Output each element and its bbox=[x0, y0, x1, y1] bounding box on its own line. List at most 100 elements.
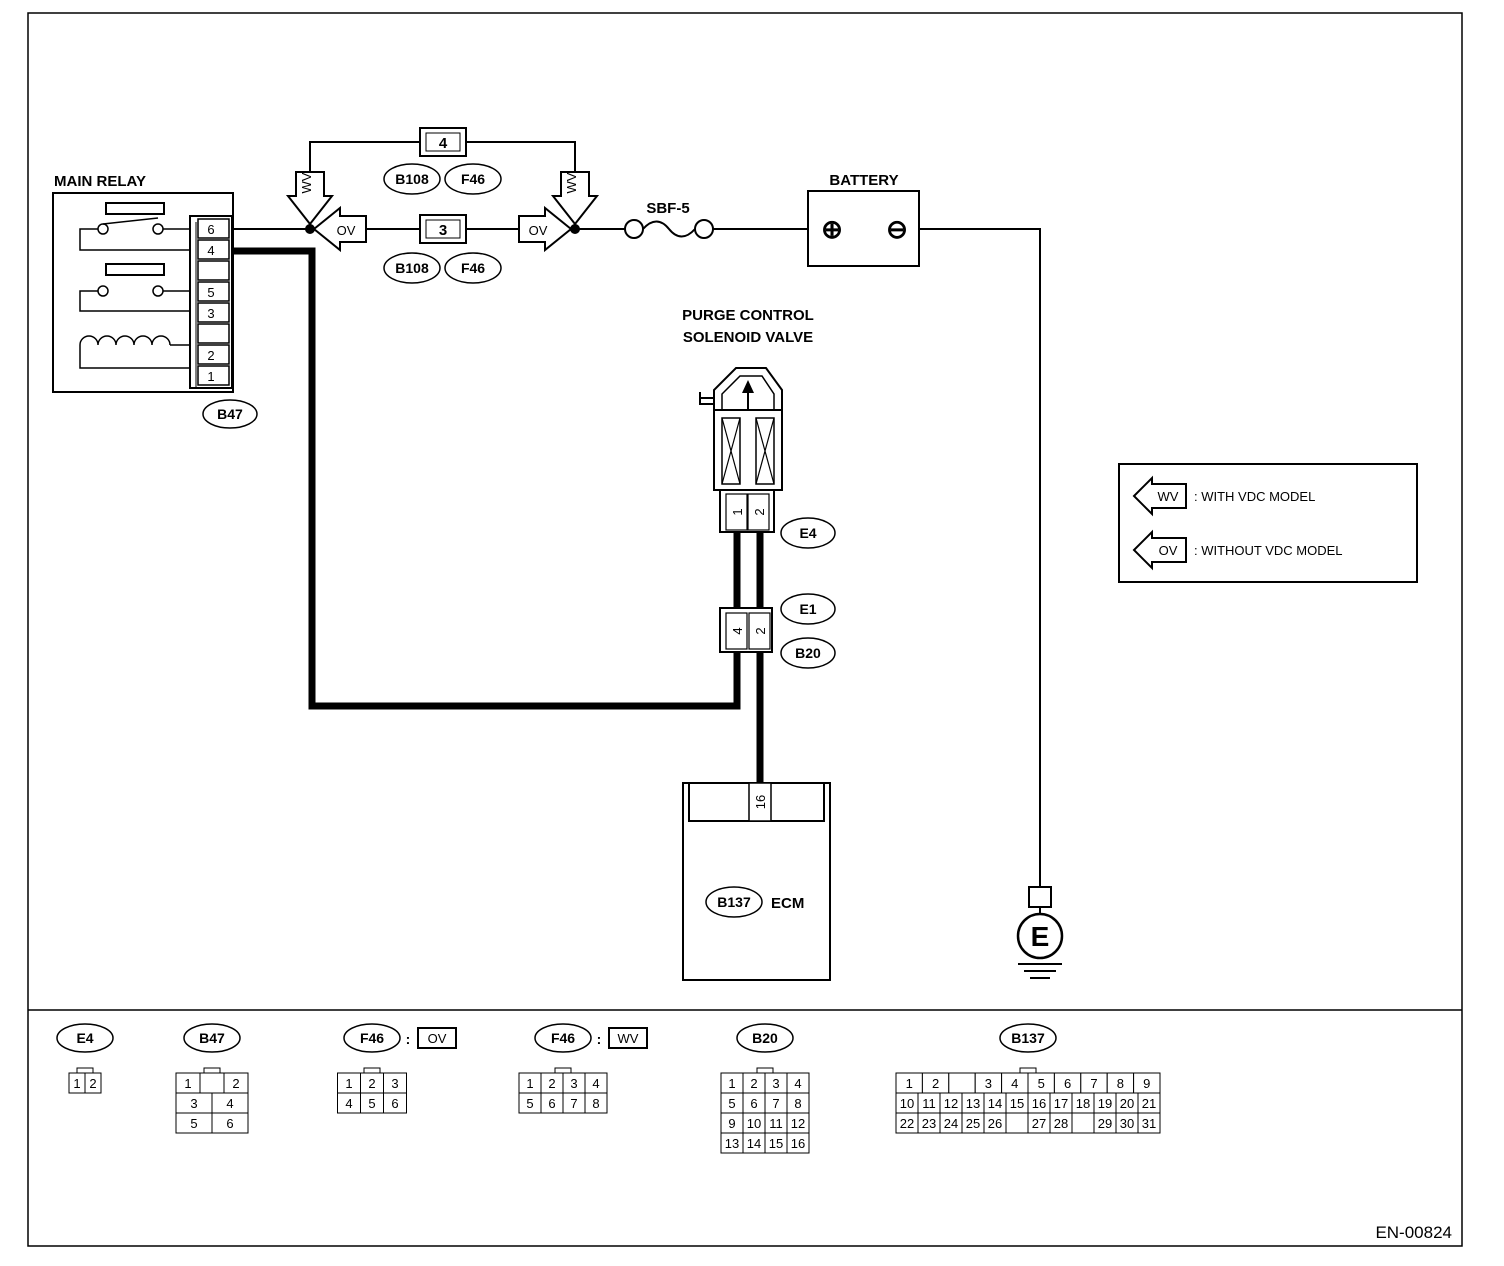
connector-pin-label: 4 bbox=[1011, 1076, 1018, 1091]
connector-pin-label: 20 bbox=[1120, 1096, 1134, 1111]
connector-latch bbox=[76, 1067, 94, 1074]
ground-point: E bbox=[1016, 886, 1064, 979]
connector-pin-label: 11 bbox=[769, 1116, 783, 1131]
connector-pin-label: 10 bbox=[900, 1096, 914, 1111]
connector-pin-label: 5 bbox=[1038, 1076, 1045, 1091]
connector-view-suffix: WV bbox=[618, 1031, 639, 1046]
connector-pin-cell bbox=[1005, 1112, 1029, 1134]
connector-view-badge bbox=[534, 1023, 592, 1053]
legend-text-wv: : WITH VDC MODEL bbox=[1194, 489, 1315, 504]
relay-pin-cell bbox=[197, 218, 230, 239]
connector-view-colon: : bbox=[597, 1031, 602, 1047]
splice-left bbox=[305, 224, 315, 234]
connector-pin-label: 8 bbox=[592, 1096, 599, 1111]
connector-pin-label: 5 bbox=[190, 1116, 197, 1131]
connector-pin-label: 16 bbox=[1032, 1096, 1046, 1111]
connector-pin-label: 4 bbox=[592, 1076, 599, 1091]
connector-pin-label: 5 bbox=[728, 1096, 735, 1111]
wv-arrow-left-label: WV bbox=[299, 172, 314, 193]
connector-pin-cell bbox=[948, 1072, 976, 1094]
connector-pin-label: 15 bbox=[769, 1136, 783, 1151]
connector-pin-label: 25 bbox=[966, 1116, 980, 1131]
connector-pin-label: 3 bbox=[391, 1076, 398, 1091]
ecm-pin: 16 bbox=[753, 795, 768, 809]
connector-view-badge bbox=[56, 1023, 114, 1053]
joint-pin-4: 4 bbox=[730, 627, 745, 634]
connector-pin-label: 1 bbox=[526, 1076, 533, 1091]
connector-latch bbox=[203, 1067, 221, 1074]
connector-pin-label: 29 bbox=[1098, 1116, 1112, 1131]
connector-pin-label: 7 bbox=[772, 1096, 779, 1111]
connector-latch bbox=[363, 1067, 381, 1074]
connector-pin-label: 3 bbox=[985, 1076, 992, 1091]
connector-pin-cell bbox=[786, 1132, 810, 1154]
relay-pin-label: 3 bbox=[207, 306, 214, 321]
connector-pin-label: 14 bbox=[747, 1136, 761, 1151]
legend: WV : WITH VDC MODEL OV : WITHOUT VDC MOD… bbox=[1118, 463, 1418, 583]
connector-pin-label: 4 bbox=[226, 1096, 233, 1111]
connector-pin-cell bbox=[199, 1072, 225, 1094]
connector-pin-label: 6 bbox=[750, 1096, 757, 1111]
connector-pin-label: 8 bbox=[1117, 1076, 1124, 1091]
connector-pin-label: 2 bbox=[548, 1076, 555, 1091]
valve-connector: E4 bbox=[799, 525, 816, 541]
diagram-code: EN-00824 bbox=[1375, 1223, 1452, 1242]
connector-view-badge bbox=[343, 1023, 401, 1053]
ecm: 16 B137 ECM bbox=[682, 782, 831, 981]
connector-pin-label: 1 bbox=[906, 1076, 913, 1091]
battery-plus-terminal: ⊕ bbox=[821, 214, 843, 244]
connector-pin-label: 2 bbox=[89, 1076, 96, 1091]
connector-pin-label: 2 bbox=[750, 1076, 757, 1091]
connector-pin-label: 10 bbox=[747, 1116, 761, 1131]
relay-pin-cell bbox=[197, 365, 230, 386]
lower-path-pin: 3 bbox=[439, 222, 447, 239]
connector-pin-label: 12 bbox=[791, 1116, 805, 1131]
relay-pin-label: 4 bbox=[207, 243, 214, 258]
purge-valve-title-2: SOLENOID VALVE bbox=[683, 329, 813, 346]
connector-pin-label: 22 bbox=[900, 1116, 914, 1131]
connector-latch bbox=[756, 1067, 774, 1074]
connector-pin-label: 23 bbox=[922, 1116, 936, 1131]
connector-pin-label: 4 bbox=[794, 1076, 801, 1091]
connector-pin-label: 3 bbox=[190, 1096, 197, 1111]
connector-pin-cell bbox=[1071, 1112, 1095, 1134]
connector-pin-label: 13 bbox=[725, 1136, 739, 1151]
connector-pin-label: 31 bbox=[1142, 1116, 1156, 1131]
connector-latch bbox=[554, 1067, 572, 1074]
connector-view-badge bbox=[999, 1023, 1057, 1053]
connector-pin-label: 13 bbox=[966, 1096, 980, 1111]
connector-pin-label: 9 bbox=[728, 1116, 735, 1131]
fuse-sbf5: SBF-5 bbox=[624, 200, 714, 239]
legend-tag-wv: WV bbox=[1158, 489, 1179, 504]
connector-pin-label: 6 bbox=[391, 1096, 398, 1111]
joint-connector-top: E1 bbox=[799, 601, 816, 617]
connector-pin-label: 14 bbox=[988, 1096, 1002, 1111]
lower-path-conn-a: B108 bbox=[395, 260, 429, 276]
battery-title: BATTERY bbox=[829, 172, 898, 189]
connector-pin-cell bbox=[584, 1092, 608, 1114]
connector-pin-label: 28 bbox=[1054, 1116, 1068, 1131]
upper-path-pin: 4 bbox=[439, 135, 448, 152]
connector-pin-label: 16 bbox=[791, 1136, 805, 1151]
battery-minus-terminal: ⊖ bbox=[886, 214, 908, 244]
connector-pin-label: 12 bbox=[944, 1096, 958, 1111]
connector-pin-label: 5 bbox=[526, 1096, 533, 1111]
lower-path: 3 B108 F46 OV OV bbox=[312, 205, 573, 284]
connector-pin-label: 15 bbox=[1010, 1096, 1024, 1111]
connector-view-id: B20 bbox=[752, 1030, 778, 1046]
connector-pin-label: 8 bbox=[794, 1096, 801, 1111]
connector-pin-label: 26 bbox=[988, 1116, 1002, 1131]
ground-symbol: E bbox=[1031, 921, 1050, 952]
connector-pin-label: 2 bbox=[232, 1076, 239, 1091]
valve-pin-2: 2 bbox=[752, 508, 767, 515]
ov-arrow-left-label: OV bbox=[337, 223, 356, 238]
connector-pin-label: 3 bbox=[570, 1076, 577, 1091]
legend-text-ov: : WITHOUT VDC MODEL bbox=[1194, 543, 1343, 558]
upper-path: 4 B108 F46 WV WV bbox=[285, 127, 600, 226]
purge-valve-title-1: PURGE CONTROL bbox=[682, 307, 814, 324]
relay-pin-cell bbox=[197, 260, 230, 281]
